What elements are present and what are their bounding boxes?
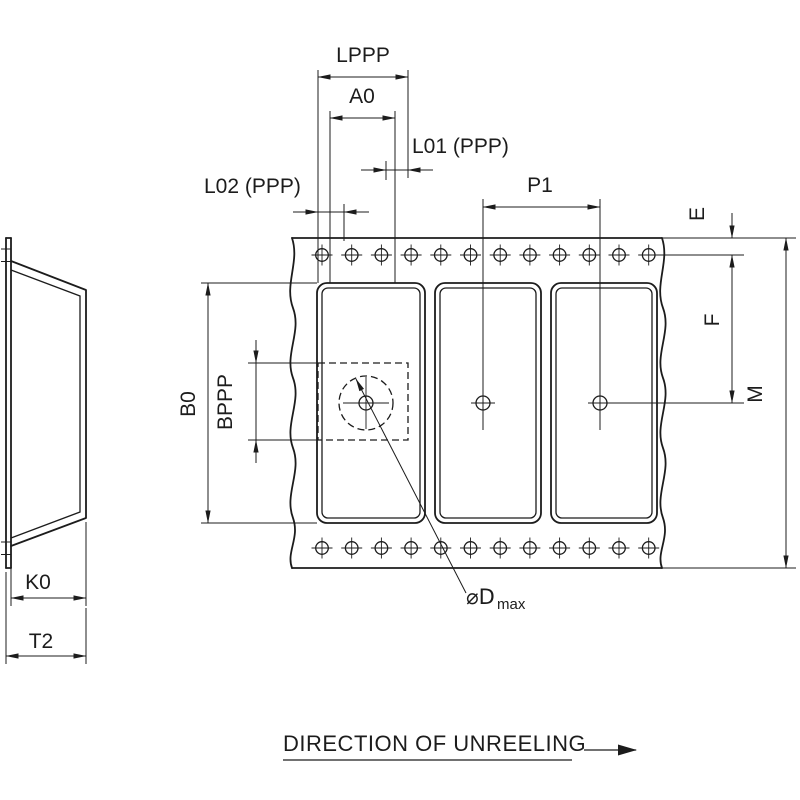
sprocket-hole-crosshair — [460, 537, 481, 559]
pocket-1-outer — [316, 282, 426, 524]
sprocket-hole-crosshair — [341, 537, 363, 559]
dim-label-t2: T2 — [29, 630, 54, 653]
sprocket-hole-crosshair — [400, 537, 422, 559]
dim-label-p1: P1 — [527, 174, 553, 197]
carrier-tape-top-view — [289, 237, 667, 569]
dim-label-l01: L01 (PPP) — [412, 135, 509, 158]
footer: DIRECTION OF UNREELING — [283, 731, 637, 761]
extension-line — [248, 362, 318, 441]
pocket-profile-inner — [10, 269, 81, 539]
dim-label-e: E — [686, 207, 709, 221]
sprocket-hole-crosshair — [400, 244, 422, 266]
dim-label-b0: B0 — [177, 391, 200, 417]
dmax-dashed-circle — [338, 375, 394, 431]
side-view: K0 T2 — [1, 237, 87, 664]
extension-line — [612, 237, 796, 569]
sprocket-hole-crosshair — [311, 244, 333, 266]
sprocket-hole-crosshair — [549, 244, 571, 266]
tape-torn-edge-right — [659, 237, 667, 569]
dim-label-dmax-subscript: max — [497, 596, 526, 613]
sprocket-hole-crosshair — [608, 537, 630, 559]
sprocket-hole-crosshair — [460, 244, 481, 266]
dim-label-bppp: BPPP — [214, 374, 237, 430]
pocket-2-inner — [439, 287, 537, 519]
dimensions: LPPP A0 L01 (PPP) L02 (PPP) P1 E F M — [177, 44, 796, 613]
pocket-1-inner — [321, 287, 421, 519]
tape-torn-edge-left — [289, 237, 297, 569]
component-zone-dashed-rect — [317, 362, 409, 441]
sprocket-hole-crosshair — [519, 244, 541, 266]
pocket-2-outer — [434, 282, 542, 524]
sprocket-hole-crosshair — [311, 537, 333, 559]
sprocket-hole-crosshair — [370, 244, 392, 266]
sprocket-hole-crosshair — [638, 244, 660, 266]
dim-label-f: F — [701, 314, 724, 327]
dim-label-m: M — [744, 385, 767, 403]
dim-label-k0: K0 — [25, 571, 51, 594]
sprocket-hole-side-marks — [1, 248, 11, 555]
extension-line — [329, 111, 396, 283]
sprocket-hole-crosshair — [489, 244, 511, 266]
dmax-leader-line — [355, 378, 467, 594]
extension-line — [317, 70, 409, 283]
sprocket-hole-crosshair — [430, 244, 452, 266]
sprocket-hole-crosshair — [638, 537, 660, 559]
sprocket-hole-crosshair — [519, 537, 541, 559]
dim-label-dmax: ⌀D — [466, 585, 495, 609]
sprocket-hole-crosshair — [341, 244, 363, 266]
pocket-1-crosshair — [343, 377, 389, 429]
sprocket-hole-crosshair — [549, 537, 571, 559]
sprocket-hole-crosshair — [489, 537, 511, 559]
dim-label-a0: A0 — [349, 85, 375, 108]
extension-line — [201, 282, 317, 524]
dim-label-lppp: LPPP — [336, 44, 390, 67]
sprocket-hole-crosshair — [430, 537, 452, 559]
sprocket-hole-crosshair — [578, 244, 600, 266]
direction-of-unreeling-label: DIRECTION OF UNREELING — [283, 731, 586, 756]
sprocket-hole-crosshair — [370, 537, 392, 559]
pocket-centerline — [482, 199, 601, 430]
sprocket-holes — [311, 244, 660, 559]
sprocket-hole-crosshair — [578, 537, 600, 559]
tape-edge-caps — [5, 237, 12, 569]
dim-label-l02: L02 (PPP) — [204, 175, 301, 198]
pocket-profile-outer — [10, 260, 87, 547]
sprocket-hole-crosshair — [608, 244, 630, 266]
